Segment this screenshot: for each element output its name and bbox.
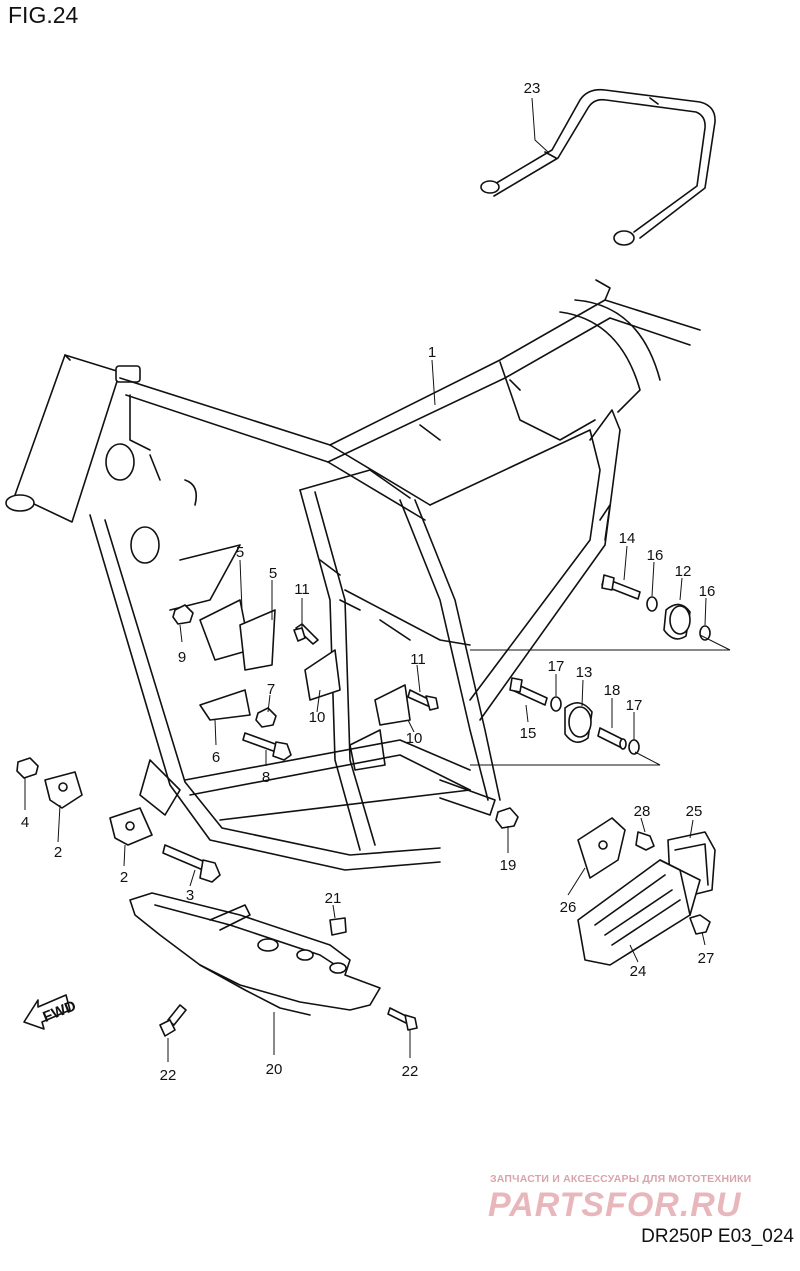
watermark-subtitle: ЗАПЧАСТИ И АКСЕССУАРЫ ДЛЯ МОТОТЕХНИКИ [490, 1173, 752, 1185]
callout-23: 23 [524, 80, 541, 97]
nut-4-part [16, 757, 39, 779]
nut-19-part [495, 807, 519, 829]
washer-17-right-part [628, 739, 640, 755]
washer-17-left-part [550, 696, 562, 712]
callout-18: 18 [604, 682, 621, 699]
callout-19: 19 [500, 857, 517, 874]
bolt-27-part [689, 914, 711, 935]
washer-16-upper-part [646, 596, 658, 612]
callout-22-right: 22 [402, 1063, 419, 1080]
callout-13: 13 [576, 664, 593, 681]
callout-labels: 23 1 5 5 11 9 6 7 8 10 11 10 14 16 12 16… [21, 80, 716, 1084]
callout-5-left: 5 [236, 544, 244, 561]
callout-20: 20 [266, 1061, 283, 1078]
callout-12: 12 [675, 563, 692, 580]
callout-11-left: 11 [294, 581, 310, 598]
callout-28: 28 [634, 803, 651, 820]
bracket-2-upper-part [44, 771, 83, 809]
callout-24: 24 [630, 963, 647, 980]
callout-10-right: 10 [406, 730, 423, 747]
toolbox-24-part [577, 859, 701, 966]
callout-17-left: 17 [548, 658, 565, 675]
bolt-22-left-part [159, 1004, 187, 1037]
callout-25: 25 [686, 803, 703, 820]
main-frame-part [5, 279, 701, 871]
grab-handle-part [480, 88, 716, 246]
bolt-28-part [635, 831, 655, 851]
nut-7-part [255, 707, 277, 728]
skid-plate-part [129, 892, 381, 1016]
bolt-3-part [162, 844, 221, 883]
bolt-11-left-part [293, 623, 319, 645]
callout-3: 3 [186, 887, 194, 904]
fwd-direction-marker: FWD [23, 994, 79, 1030]
fwd-label: FWD [40, 997, 78, 1026]
callout-10-left: 10 [309, 709, 326, 726]
callout-27: 27 [698, 950, 715, 967]
callout-26: 26 [560, 899, 577, 916]
callout-11-right: 11 [410, 651, 426, 668]
callout-2-lower: 2 [120, 869, 128, 886]
bolt-11-right-part [407, 689, 439, 711]
nut-9-part [172, 604, 194, 625]
callout-21: 21 [325, 890, 342, 907]
callout-5-right: 5 [269, 565, 277, 582]
grommet-21-part [329, 917, 347, 936]
bolt-8-part [242, 732, 292, 761]
callout-2-upper: 2 [54, 844, 62, 861]
watermark-logo: PARTSFOR.RU [488, 1186, 742, 1224]
callout-22-left: 22 [160, 1067, 177, 1084]
callout-8: 8 [262, 769, 270, 786]
callout-6: 6 [212, 749, 220, 766]
arrow-icon [23, 994, 71, 1030]
callout-17-right: 17 [626, 697, 643, 714]
callout-leaders [24, 97, 707, 1062]
collar-18-part [597, 727, 627, 750]
diagram-code: DR250P E03_024 [641, 1226, 794, 1247]
bolt-14-part [601, 574, 641, 600]
callout-4: 4 [21, 814, 29, 831]
figure-title: FIG.24 [8, 2, 79, 28]
bolt-15-part [509, 677, 548, 706]
callout-1: 1 [428, 344, 436, 361]
callout-16-upper: 16 [647, 547, 664, 564]
reflector-bracket-26-part [577, 817, 626, 879]
bracket-2-lower-part [109, 807, 153, 846]
callout-9: 9 [178, 649, 186, 666]
callout-7: 7 [267, 681, 275, 698]
callout-16-lower: 16 [699, 583, 716, 600]
callout-15: 15 [520, 725, 537, 742]
bolt-22-right-part [387, 1007, 418, 1031]
callout-14: 14 [619, 530, 636, 547]
mount-leader-lines [470, 634, 731, 766]
bushing-13-part [564, 702, 593, 743]
bushing-12-part [663, 603, 691, 640]
